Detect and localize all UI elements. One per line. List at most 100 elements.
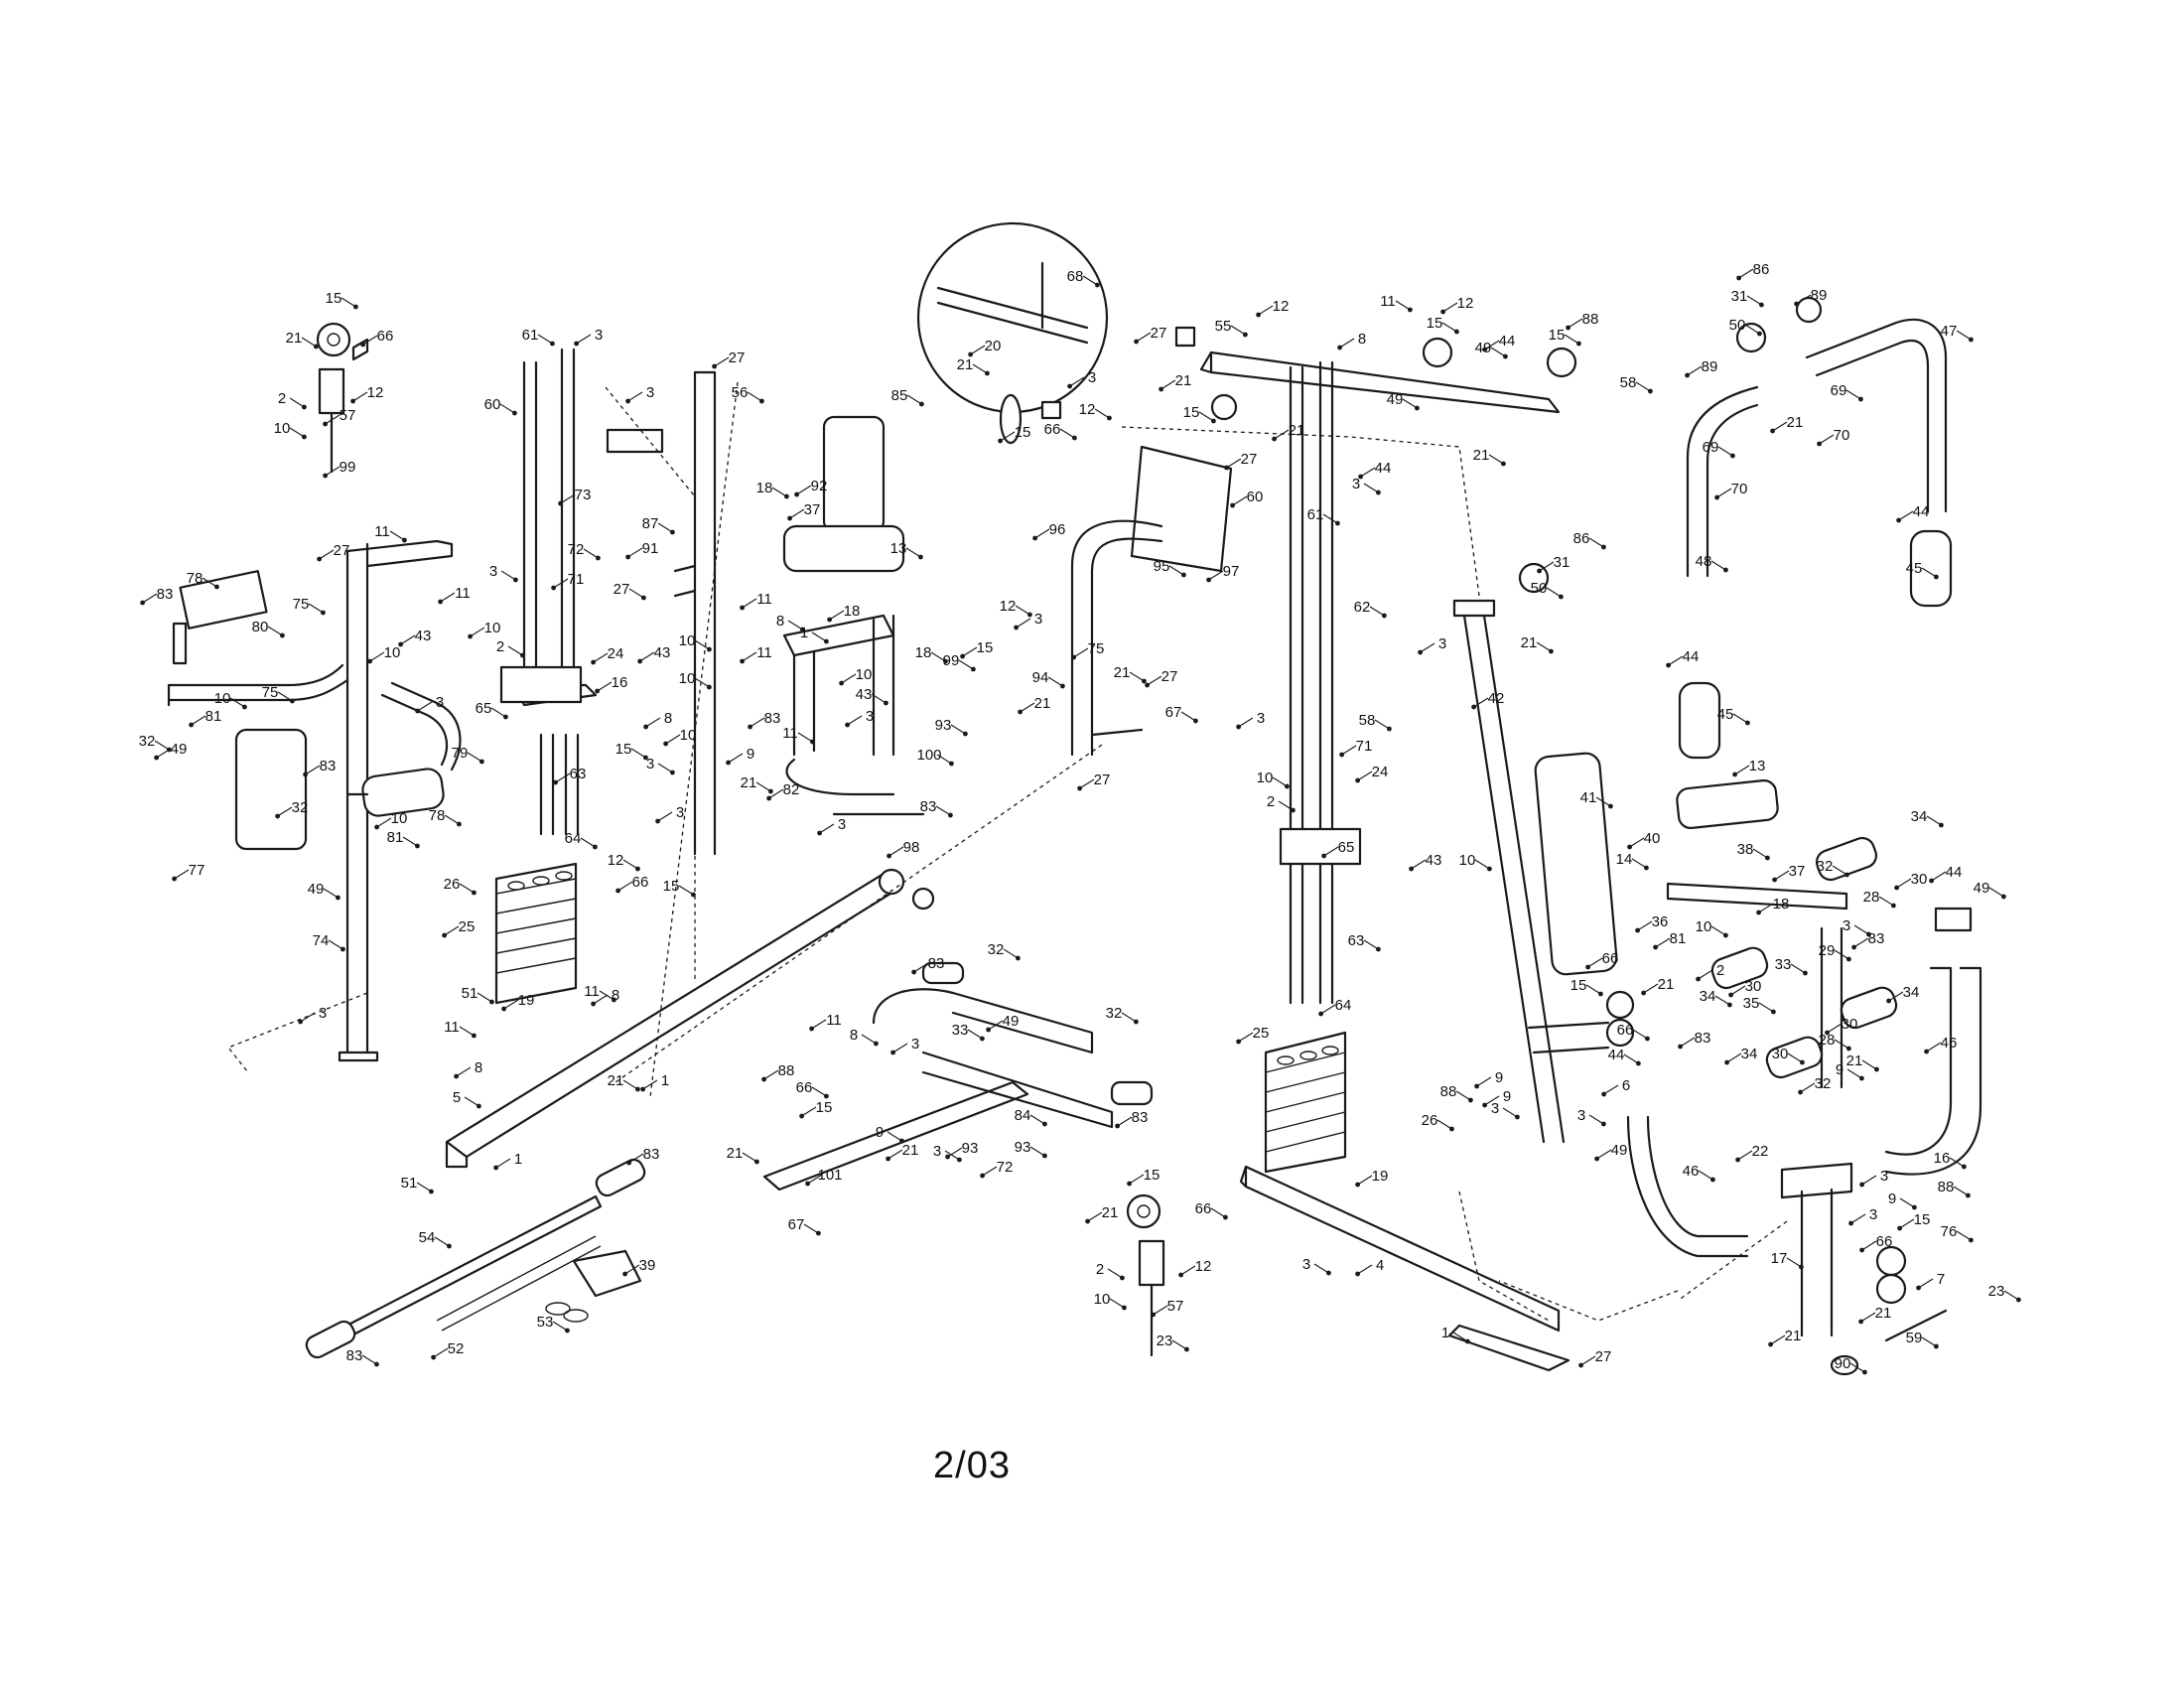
- callout-4: 4: [1355, 1257, 1384, 1277]
- callout-45: 45: [1717, 706, 1750, 726]
- callout-9: 9: [1482, 1088, 1511, 1108]
- callout-26: 26: [1422, 1112, 1454, 1132]
- leader-line: [444, 814, 460, 825]
- callout-11: 11: [438, 585, 471, 605]
- callout-11: 11: [444, 1019, 477, 1039]
- leader-dot: [1598, 991, 1603, 997]
- callout-3: 3: [646, 756, 675, 775]
- leader-line: [1536, 641, 1552, 652]
- leader-dot: [740, 605, 745, 611]
- leader-dot: [805, 1181, 810, 1187]
- leader-dot: [1848, 1220, 1853, 1226]
- part-number-label: 52: [448, 1340, 465, 1357]
- part-number-label: 11: [444, 1019, 460, 1036]
- leader-dot: [280, 632, 285, 638]
- leader-dot: [986, 1027, 991, 1033]
- callout-18: 18: [915, 644, 948, 664]
- part-number-label: 9: [1888, 1191, 1896, 1207]
- callout-12: 12: [350, 384, 383, 404]
- leader-line: [305, 765, 321, 775]
- leader-line: [362, 335, 378, 346]
- callout-10: 10: [1094, 1291, 1127, 1311]
- part-number-label: 63: [1348, 932, 1365, 949]
- part-number-label: 24: [608, 645, 624, 662]
- callout-58: 58: [1620, 374, 1653, 394]
- callout-34: 34: [1886, 984, 1919, 1004]
- callout-15: 15: [998, 424, 1030, 444]
- leader-dot: [551, 585, 556, 591]
- leader-line: [1956, 330, 1972, 341]
- callout-72: 72: [568, 541, 601, 561]
- callout-97: 97: [1206, 563, 1239, 583]
- part-number-label: 92: [811, 478, 828, 494]
- callout-8: 8: [591, 987, 619, 1007]
- callout-9: 9: [1836, 1061, 1864, 1081]
- callout-27: 27: [1224, 451, 1257, 471]
- leader-dot: [945, 1154, 950, 1160]
- leader-dot: [1358, 474, 1363, 480]
- part-number-label: 3: [595, 327, 603, 344]
- leader-line: [1949, 1157, 1965, 1168]
- leader-line: [1643, 983, 1659, 994]
- leader-dot: [2001, 894, 2006, 900]
- leader-line: [789, 508, 805, 519]
- callout-25: 25: [442, 918, 475, 938]
- part-number-label: 96: [1049, 521, 1066, 538]
- leader-dot: [1067, 383, 1072, 389]
- part-number-label: 3: [1034, 611, 1042, 628]
- leader-dot: [415, 708, 420, 714]
- callout-66: 66: [1585, 950, 1618, 970]
- leader-line: [861, 1034, 877, 1045]
- leader-line: [1238, 1032, 1254, 1043]
- leader-dot: [1756, 910, 1761, 915]
- part-number-label: 21: [727, 1145, 744, 1162]
- leader-line: [1710, 925, 1726, 936]
- callout-8: 8: [643, 710, 672, 730]
- part-number-label: 32: [139, 733, 156, 750]
- callout-33: 33: [1775, 956, 1808, 976]
- leader-dot: [1127, 1181, 1132, 1187]
- leader-dot: [550, 341, 555, 347]
- callout-73: 73: [558, 487, 591, 506]
- part-number-label: 27: [1595, 1348, 1612, 1365]
- leader-dot: [1454, 329, 1459, 335]
- callout-3: 3: [933, 1143, 962, 1163]
- leader-line: [1129, 1174, 1145, 1185]
- leader-line: [1003, 948, 1019, 959]
- callout-8: 8: [1337, 331, 1366, 351]
- leader-dot: [2016, 1297, 2021, 1303]
- callout-43: 43: [1409, 852, 1441, 872]
- callout-83: 83: [911, 955, 944, 975]
- leader-dot: [1122, 1305, 1127, 1311]
- leader-dot: [784, 493, 789, 499]
- part-number-label: 15: [1914, 1211, 1931, 1228]
- callout-83: 83: [303, 758, 336, 777]
- leader-dot: [626, 1160, 631, 1166]
- leader-line: [1208, 570, 1224, 581]
- leader-dot: [1243, 332, 1248, 338]
- leader-line: [1774, 870, 1790, 881]
- leader-dot: [1846, 1046, 1851, 1052]
- leader-line: [1853, 937, 1869, 948]
- leader-dot: [489, 999, 494, 1005]
- leader-line: [1921, 567, 1937, 578]
- leader-line: [277, 691, 293, 702]
- callout-19: 19: [501, 992, 534, 1012]
- leader-dot: [1966, 1193, 1971, 1198]
- leader-line: [1786, 1257, 1802, 1268]
- leader-dot: [1151, 1312, 1156, 1318]
- part-number-label: 81: [1670, 930, 1687, 947]
- leader-dot: [1285, 783, 1290, 789]
- leader-line: [1274, 429, 1290, 440]
- leader-line: [1320, 1004, 1336, 1015]
- leader-dot: [1321, 853, 1326, 859]
- part-number-label: 10: [484, 620, 501, 636]
- leader-line: [1442, 302, 1458, 313]
- callout-22: 22: [1735, 1143, 1768, 1163]
- callout-3: 3: [1236, 710, 1265, 730]
- shroud-plate: [1130, 445, 1233, 573]
- leader-line: [1926, 1042, 1942, 1052]
- leader-line: [289, 397, 305, 408]
- part-number-label: 44: [1375, 460, 1392, 477]
- part-number-label: 3: [1869, 1206, 1877, 1223]
